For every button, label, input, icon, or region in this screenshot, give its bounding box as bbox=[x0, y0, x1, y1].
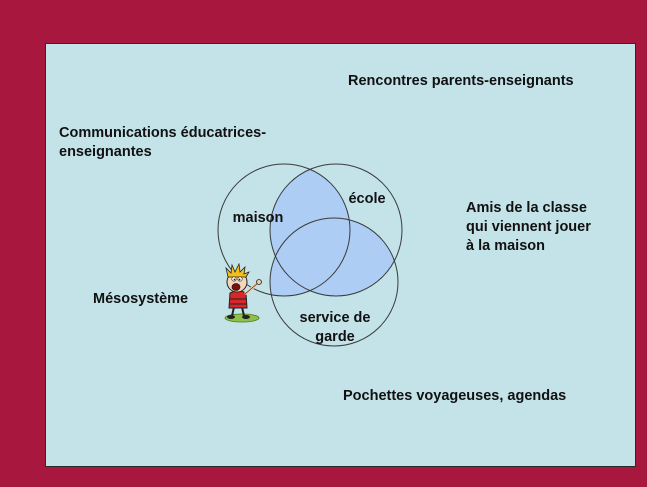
circle-maison bbox=[217, 163, 351, 297]
slide-panel: Rencontres parents-enseignants Communica… bbox=[45, 43, 636, 467]
label-amis: Amis de la classe qui viennent jouer à l… bbox=[466, 200, 591, 254]
label-rencontres: Rencontres parents-enseignants bbox=[348, 73, 574, 89]
overlap-ecole-garde bbox=[270, 218, 398, 296]
venn-label-maison: maison bbox=[232, 210, 284, 226]
label-pochettes: Pochettes voyageuses, agendas bbox=[343, 388, 567, 404]
label-mesosysteme: Mésosystème bbox=[93, 291, 189, 307]
venn-label-ecole: école bbox=[348, 191, 386, 207]
label-communications: Communications éducatrices- enseignantes bbox=[59, 125, 267, 160]
venn-diagram bbox=[217, 163, 403, 347]
circle-service-de-garde bbox=[269, 217, 399, 347]
circle-ecole bbox=[269, 163, 403, 297]
cartoon-boy-icon bbox=[224, 263, 262, 323]
venn-label-service-de-garde: service de garde bbox=[299, 310, 371, 345]
